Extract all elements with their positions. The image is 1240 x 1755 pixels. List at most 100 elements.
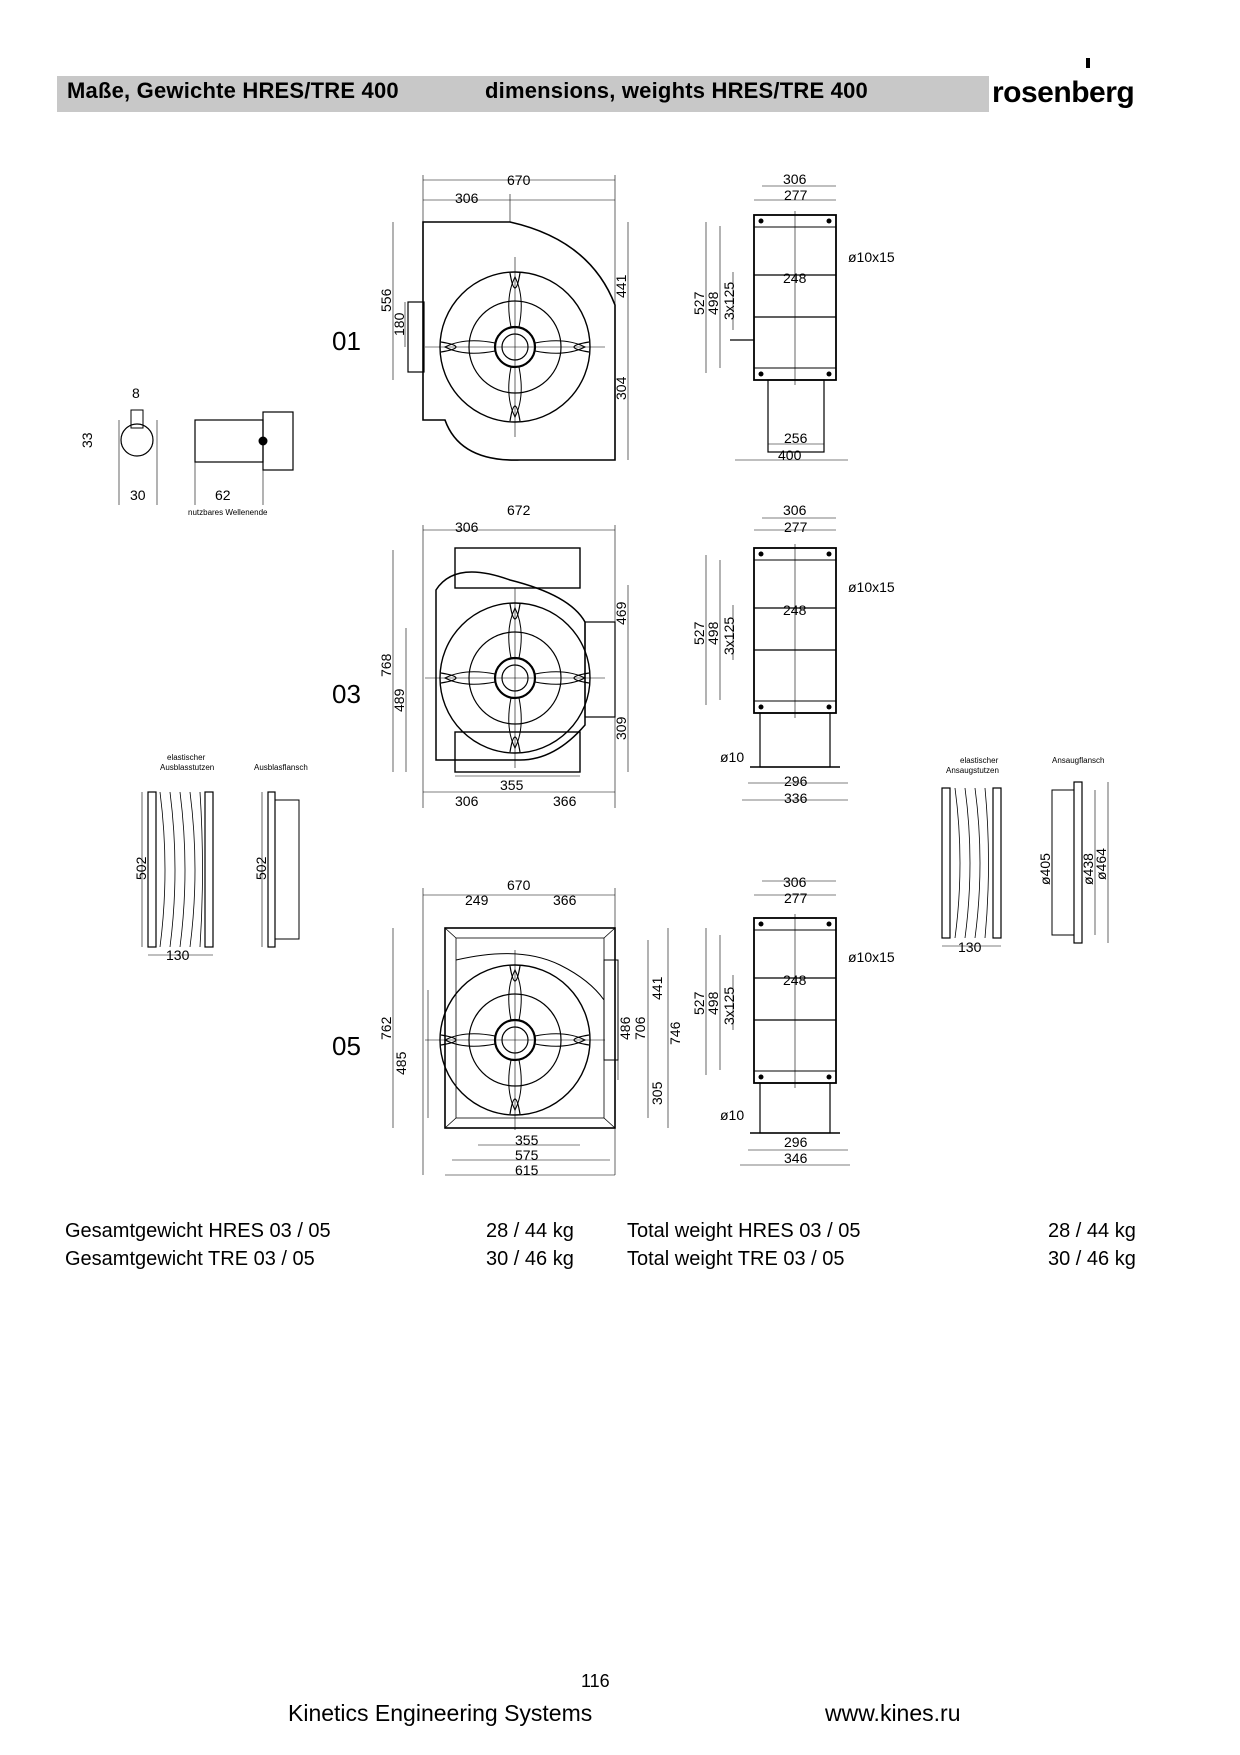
title-english: dimensions, weights HRES/TRE 400: [485, 78, 868, 103]
inlet-flange: [1051, 781, 1109, 944]
dim-05-side-d10: ø10: [720, 1107, 744, 1123]
dim-outlet-flex-502: 502: [133, 856, 149, 880]
dim-05-575: 575: [515, 1147, 539, 1163]
dim-01-side-248: 248: [783, 270, 807, 286]
dim-inlet-d464: ø464: [1093, 848, 1109, 880]
outlet-flange-label: Ausblasflansch: [254, 763, 308, 772]
dim-03-306b: 306: [455, 793, 479, 809]
dim-03-side-336: 336: [784, 790, 808, 806]
view-03-front: [392, 525, 629, 808]
dim-03-489: 489: [391, 688, 407, 712]
dim-03-side-306: 306: [783, 502, 807, 518]
dim-shaft-62: 62: [215, 487, 231, 503]
dim-inlet-d405: ø405: [1037, 853, 1053, 885]
dim-inlet-flex-130: 130: [958, 939, 982, 955]
weight-de-tre-value: 30 / 46 kg: [486, 1248, 574, 1270]
dim-05-side-346: 346: [784, 1150, 808, 1166]
dim-03-side-hole: ø10x15: [848, 579, 895, 595]
dim-03-469: 469: [613, 601, 629, 625]
view-05-dimensions: 670 249 366 762 485 486 706 441 746 305 …: [332, 877, 683, 1178]
dim-05-441: 441: [649, 976, 665, 1000]
dim-03-306: 306: [455, 519, 479, 535]
brand-logo: rosenberg: [992, 76, 1135, 109]
dim-05-side-527: 527: [691, 991, 707, 1015]
view-05-side: 306 277 527 498 3x125 248 ø10x15 ø10 296…: [691, 874, 895, 1166]
dim-shaft-8: 8: [132, 385, 140, 401]
dim-05-side-306: 306: [783, 874, 807, 890]
footer-company: Kinetics Engineering Systems: [288, 1700, 593, 1726]
dim-05-486: 486: [617, 1016, 633, 1040]
dim-05-615: 615: [515, 1162, 539, 1178]
weight-en-tre-value: 30 / 46 kg: [1048, 1248, 1136, 1270]
dim-05-355: 355: [515, 1132, 539, 1148]
weight-en-hres-value: 28 / 44 kg: [1048, 1220, 1136, 1242]
dim-01-441: 441: [613, 274, 629, 298]
dim-03-355: 355: [500, 777, 524, 793]
dim-03-side-296: 296: [784, 773, 808, 789]
view-03-side: 306 277 527 498 3x125 248 ø10x15 ø10 296…: [691, 502, 895, 806]
shaft-detail: [118, 409, 294, 505]
outlet-flange: [261, 791, 300, 948]
dim-03-side-527: 527: [691, 621, 707, 645]
page-number: 116: [581, 1671, 610, 1691]
title-german: Maße, Gewichte HRES/TRE 400: [67, 78, 399, 103]
dim-01-670: 670: [507, 172, 531, 188]
dim-shaft-33: 33: [79, 432, 95, 448]
accessories-right-labels: elastischer Ansaugstutzen 130 Ansaugflan…: [946, 756, 1109, 955]
inlet-flex-label-2: Ansaugstutzen: [946, 766, 999, 775]
dim-05-side-hole: ø10x15: [848, 949, 895, 965]
dim-01-side-400: 400: [778, 447, 802, 463]
logo-mark: [1086, 58, 1090, 68]
outlet-flex-label-2: Ausblasstutzen: [160, 763, 214, 772]
shaft-note: nutzbares Wellenende: [188, 508, 268, 517]
dim-01-side-498: 498: [705, 291, 721, 315]
dim-03-side-277: 277: [784, 519, 808, 535]
dim-01-306: 306: [455, 190, 479, 206]
view-label-01: 01: [332, 326, 361, 356]
dim-01-556: 556: [378, 288, 394, 312]
inlet-flange-label: Ansaugflansch: [1052, 756, 1104, 765]
outlet-flex-label-1: elastischer: [167, 753, 206, 762]
dim-05-side-277: 277: [784, 890, 808, 906]
dim-01-180: 180: [391, 312, 407, 336]
dim-05-side-296: 296: [784, 1134, 808, 1150]
view-01-side: 306 277 527 498 3x125 248 ø10x15 256 400: [691, 171, 895, 463]
footer-website: www.kines.ru: [825, 1700, 961, 1726]
dim-05-249: 249: [465, 892, 489, 908]
dim-05-side-3x125: 3x125: [721, 987, 737, 1025]
view-01-front: [392, 175, 629, 461]
view-label-03: 03: [332, 679, 361, 709]
view-03-dimensions: 672 306 768 489 469 309 355 306 366 03: [332, 502, 629, 809]
dim-03-672: 672: [507, 502, 531, 518]
dim-01-side-3x125: 3x125: [721, 282, 737, 320]
inlet-flex-connector: [941, 787, 1002, 947]
view-01-dimensions: 670 306 556 180 441 304 01: [332, 172, 629, 400]
dim-outlet-flange-502: 502: [253, 856, 269, 880]
dim-05-305: 305: [649, 1081, 665, 1105]
dim-01-side-527: 527: [691, 291, 707, 315]
view-label-05: 05: [332, 1031, 361, 1061]
outlet-flex-connector: [141, 791, 214, 956]
dim-05-366: 366: [553, 892, 577, 908]
inlet-flex-label-1: elastischer: [960, 756, 999, 765]
dim-01-side-306: 306: [783, 171, 807, 187]
dim-shaft-30: 30: [130, 487, 146, 503]
weight-de-tre-label: Gesamtgewicht TRE 03 / 05: [65, 1248, 315, 1270]
dim-03-side-498: 498: [705, 621, 721, 645]
dim-05-762: 762: [378, 1016, 394, 1040]
dim-05-670: 670: [507, 877, 531, 893]
dim-01-side-256: 256: [784, 430, 808, 446]
dim-05-side-248: 248: [783, 972, 807, 988]
dim-03-309: 309: [613, 716, 629, 740]
view-05-front: [392, 888, 669, 1176]
dim-01-side-hole: ø10x15: [848, 249, 895, 265]
dim-outlet-flex-130: 130: [166, 947, 190, 963]
dim-03-side-d10: ø10: [720, 749, 744, 765]
accessories-left-labels: elastischer Ausblasstutzen 502 130 Ausbl…: [133, 753, 308, 963]
dim-01-304: 304: [613, 376, 629, 400]
dim-05-485: 485: [393, 1051, 409, 1075]
weight-en-tre-label: Total weight TRE 03 / 05: [627, 1248, 845, 1270]
weight-de-hres-label: Gesamtgewicht HRES 03 / 05: [65, 1220, 331, 1242]
dim-05-side-498: 498: [705, 991, 721, 1015]
